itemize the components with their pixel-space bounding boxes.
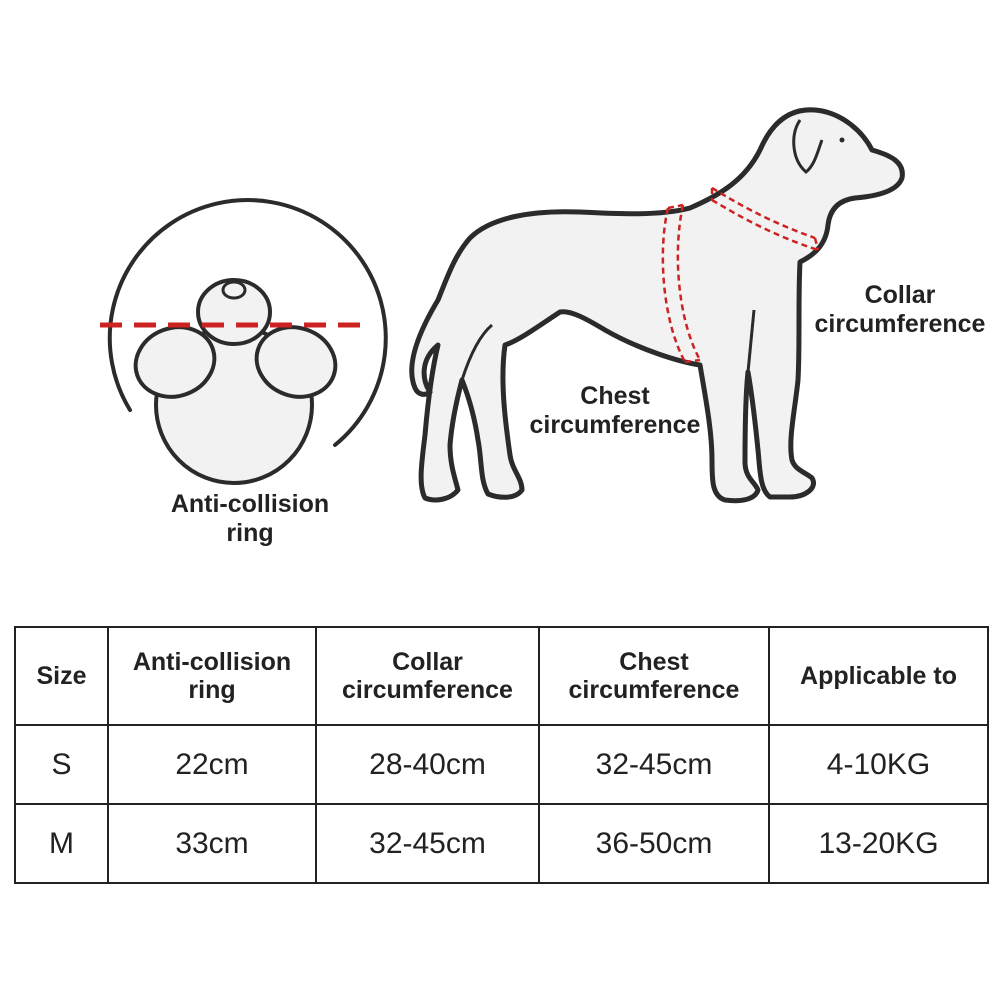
label-line: circumference <box>814 310 986 338</box>
label-collar-circumference: Collar circumference <box>800 281 1000 339</box>
table-row: M 33cm 32-45cm 36-50cm 13-20KG <box>14 803 989 884</box>
collar-measure-band <box>710 186 820 252</box>
anti-collision-ring-icon <box>100 198 388 485</box>
dog-leg-line <box>460 323 493 381</box>
cell-collar: 32-45cm <box>315 803 540 884</box>
dog-head-topview <box>196 278 272 346</box>
cell-ring: 22cm <box>107 724 317 805</box>
cell-collar: 28-40cm <box>315 724 540 805</box>
cell-chest: 36-50cm <box>538 803 770 884</box>
dog-silhouette-icon <box>409 107 905 504</box>
table-row: S 22cm 28-40cm 32-45cm 4-10KG <box>14 724 989 805</box>
label-anti-collision-ring: Anti-collision ring <box>150 490 350 548</box>
label-line: ring <box>226 519 274 547</box>
dog-leg-line <box>746 309 756 373</box>
dog-ear-left <box>133 325 217 399</box>
cell-size: S <box>14 724 109 805</box>
dog-eye <box>839 137 845 143</box>
header-applicable-to: Applicable to <box>768 626 989 726</box>
label-line: Anti-collision <box>170 490 330 518</box>
dog-ear <box>792 119 824 174</box>
label-line: circumference <box>529 411 701 439</box>
cell-size: M <box>14 803 109 884</box>
cell-weight: 4-10KG <box>768 724 989 805</box>
dog-nose <box>221 280 247 300</box>
illustration <box>100 107 905 504</box>
dog-outline <box>409 107 905 504</box>
label-chest-circumference: Chest circumference <box>510 382 720 440</box>
ring-outline <box>107 198 388 447</box>
label-line: Collar <box>864 281 936 309</box>
cell-weight: 13-20KG <box>768 803 989 884</box>
dog-ear-right <box>254 325 338 399</box>
header-size: Size <box>14 626 109 726</box>
label-line: Chest <box>580 382 650 410</box>
cell-ring: 33cm <box>107 803 317 884</box>
chest-measure-band <box>661 203 702 364</box>
cell-chest: 32-45cm <box>538 724 770 805</box>
